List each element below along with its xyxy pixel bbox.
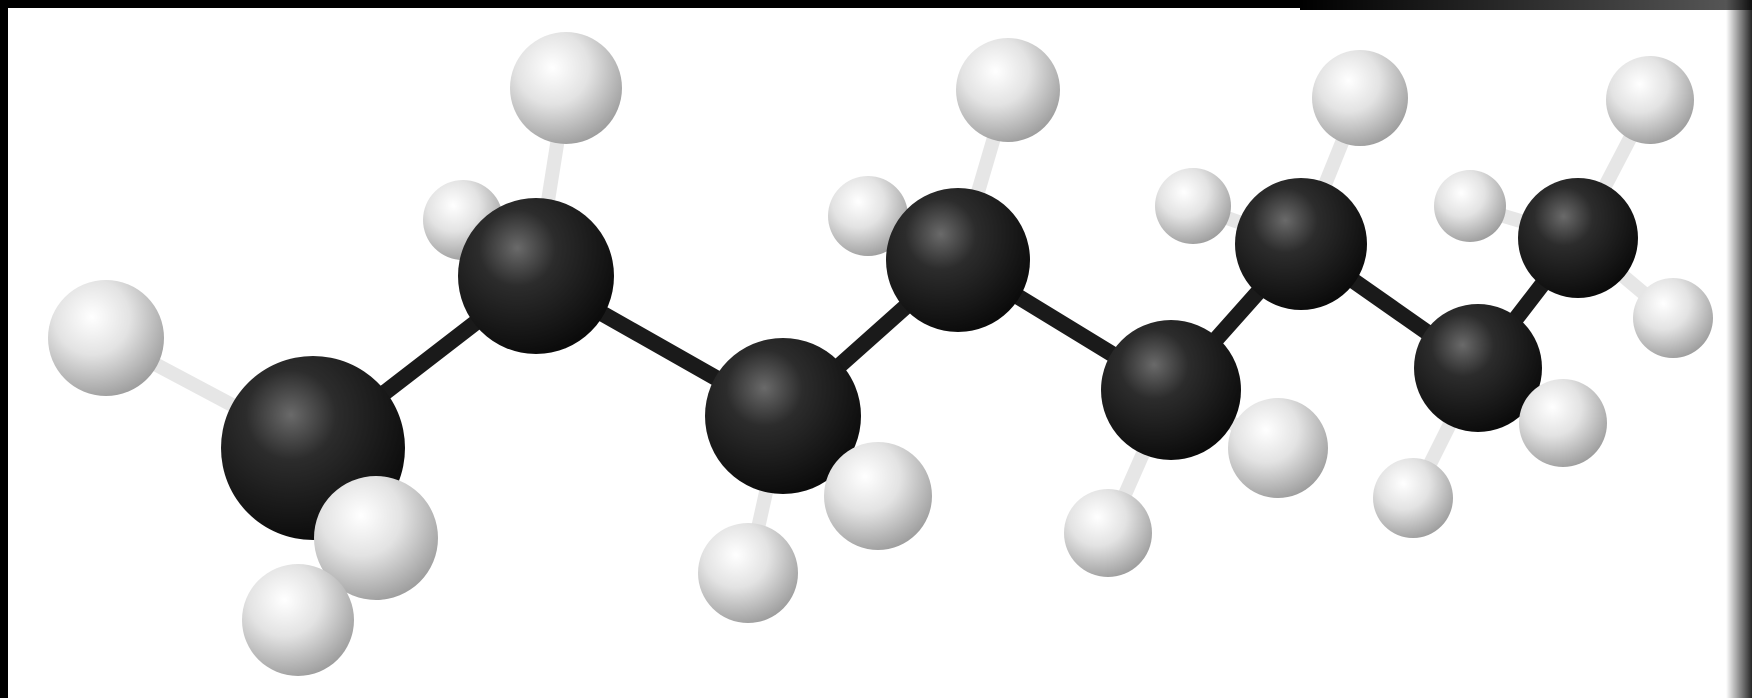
carbon-atom: [1518, 178, 1638, 298]
hydrogen-atom: [242, 564, 354, 676]
carbon-atom: [1235, 178, 1367, 310]
hydrogen-atom: [1519, 379, 1607, 467]
carbon-atom: [886, 188, 1030, 332]
hydrogen-atom: [1064, 489, 1152, 577]
hydrogen-atom: [314, 476, 438, 600]
hydrogen-atom: [1228, 398, 1328, 498]
hydrogen-atom: [956, 38, 1060, 142]
hydrogen-atom: [1434, 170, 1506, 242]
hydrogen-atom: [824, 442, 932, 550]
carbon-atom: [705, 338, 861, 494]
hydrogen-atom: [1373, 458, 1453, 538]
carbon-atom: [1414, 304, 1542, 432]
hydrogen-atom: [828, 176, 908, 256]
molecule-canvas: [8, 8, 1752, 698]
carbon-atom: [1101, 320, 1241, 460]
hydrogen-atom: [510, 32, 622, 144]
carbon-layer: [221, 178, 1638, 540]
molecule-illustration: [48, 32, 1713, 676]
hydrogen-atom: [698, 523, 798, 623]
front-hydrogen-layer: [48, 32, 1713, 676]
hydrogen-atom: [1155, 168, 1231, 244]
carbon-atom: [458, 198, 614, 354]
hydrogen-atom: [1633, 278, 1713, 358]
hydrogen-atom: [48, 280, 164, 396]
hydrogen-atom: [1606, 56, 1694, 144]
hydrogen-atom: [1312, 50, 1408, 146]
